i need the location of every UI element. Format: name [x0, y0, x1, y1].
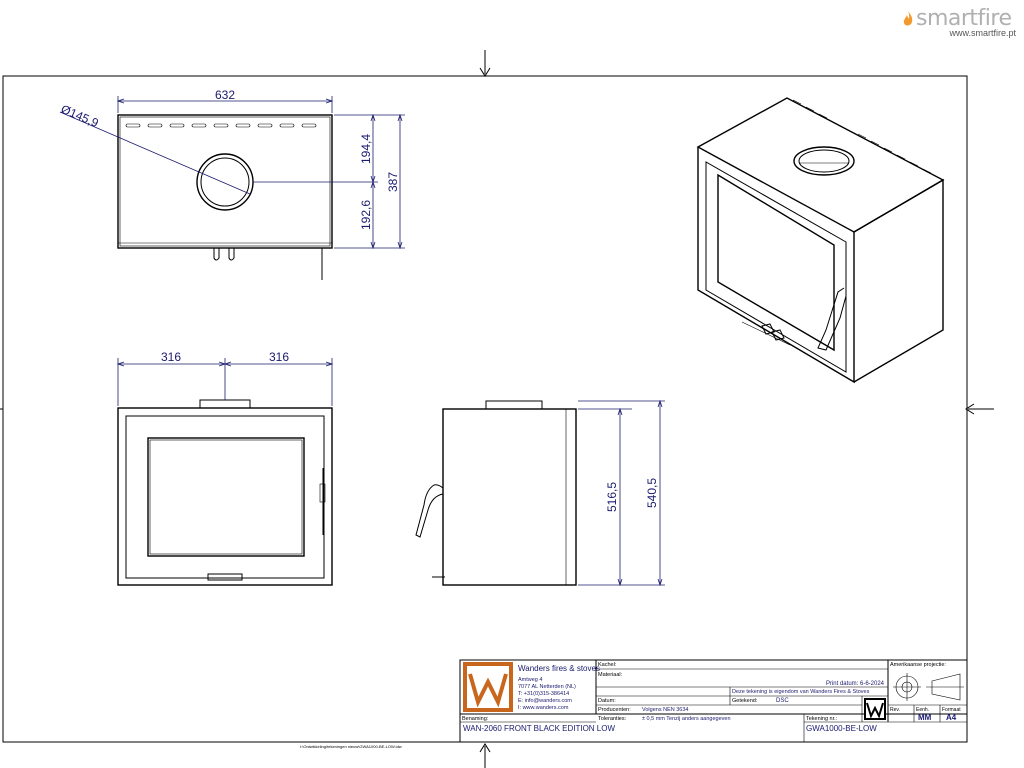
- dim-rear-depth: 192,6: [359, 200, 373, 230]
- tb-benaming-label: Benaming:: [462, 716, 489, 722]
- tb-producenten-value: Volgens NEN 3634: [642, 707, 688, 713]
- tb-print-datum: Print datum: 6-6-2024: [826, 681, 885, 687]
- tb-materiaal-label: Materiaal:: [598, 672, 623, 678]
- tb-benaming-value: WAN-2060 FRONT BLACK EDITION LOW: [463, 724, 615, 733]
- tb-eigendom: Deze tekening is eigendom van Wanders Fi…: [732, 689, 870, 695]
- smartfire-logo: smartfire www.smartfire.pt: [902, 6, 1020, 42]
- tb-rev-label: Rev.: [890, 707, 900, 713]
- tb-tekening-label: Tekening nr.:: [806, 716, 838, 722]
- brand-name: smartfire: [916, 6, 1012, 31]
- tb-producenten-label: Producenten:: [598, 707, 631, 713]
- tb-toleranties-value: ± 0,5 mm Tenzij anders aangegeven: [642, 716, 731, 722]
- tb-address-3: T: +31(0)315-386414: [518, 691, 569, 697]
- tb-address-2: 7077 AL Netterden (NL): [518, 684, 576, 690]
- tb-getekend-label: Getekend:: [732, 698, 758, 704]
- tb-datum-label: Datum:: [598, 698, 616, 704]
- tb-toleranties-label: Toleranties:: [598, 716, 627, 722]
- tb-address-1: Amtweg 4: [518, 677, 542, 683]
- tb-getekend-value: DSC: [776, 698, 789, 704]
- brand-url: www.smartfire.pt: [949, 28, 1016, 38]
- tb-tekening-value: GWA1000-BE-LOW: [806, 724, 877, 733]
- side-view: 516,5 540,5: [415, 399, 665, 587]
- isometric-view: [696, 97, 945, 384]
- dim-total-height: 540,5: [645, 478, 659, 508]
- tb-formaat-label: Formaat: [942, 707, 961, 713]
- tb-address-4: E: info@wanders.com: [518, 698, 572, 704]
- dim-door-height: 516,5: [605, 482, 619, 512]
- dim-top-width: 632: [215, 88, 235, 102]
- tb-eenh-label: Eenh.: [916, 707, 929, 713]
- projection-symbol: [893, 673, 964, 701]
- centering-marks: [0, 50, 994, 768]
- tb-eenh-value: MM: [918, 713, 932, 722]
- dim-front-depth: 194,4: [359, 134, 373, 164]
- tb-company: Wanders fires & stoves: [518, 664, 600, 673]
- file-path: I:\Ontwikkeling\tekeningen nieuw\GWA1000…: [300, 744, 402, 749]
- flame-icon: [903, 11, 913, 26]
- dim-flue-diameter: Ø145,9: [59, 102, 101, 130]
- dim-total-depth: 387: [386, 172, 400, 192]
- tb-formaat-value: A4: [946, 713, 957, 722]
- dim-right-half: 316: [269, 350, 289, 364]
- dim-left-half: 316: [161, 350, 181, 364]
- tb-address-5: I: www.wanders.com: [518, 705, 569, 711]
- tb-projectie-label: Amerikaanse projectie:: [890, 662, 946, 668]
- title-block: Wanders fires & stoves Amtweg 4 7077 AL …: [459, 659, 968, 743]
- tb-kachel-label: Kachel:: [598, 662, 617, 668]
- top-view: 632 Ø145,9 194,4 192,6 387: [59, 88, 405, 280]
- front-view: 316 316: [116, 350, 334, 586]
